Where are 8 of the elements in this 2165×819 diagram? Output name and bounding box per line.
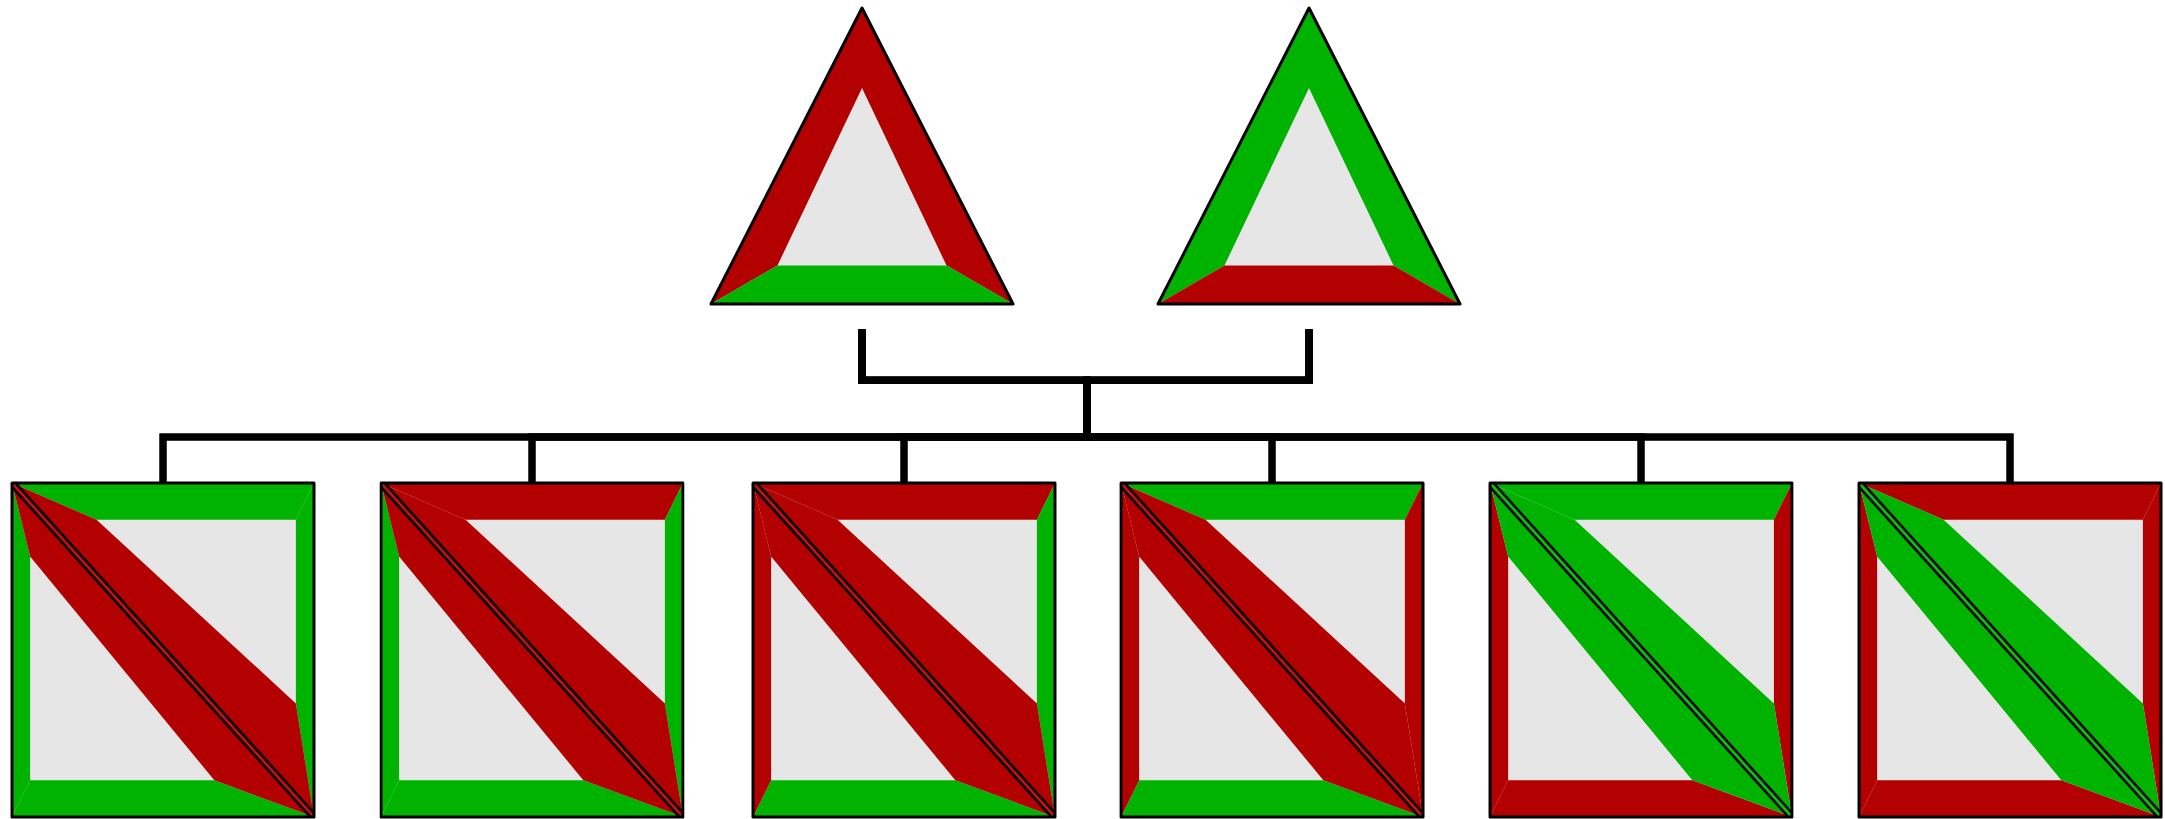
square-drawing xyxy=(1119,481,1425,819)
square-drawing xyxy=(751,481,1057,819)
triangle-drawing xyxy=(1156,6,1462,306)
square-drawing xyxy=(1857,481,2163,819)
square-drawing xyxy=(1488,481,1794,819)
square-drawing xyxy=(379,481,685,819)
square-drawing xyxy=(10,481,316,819)
triangle-drawing xyxy=(709,6,1015,306)
